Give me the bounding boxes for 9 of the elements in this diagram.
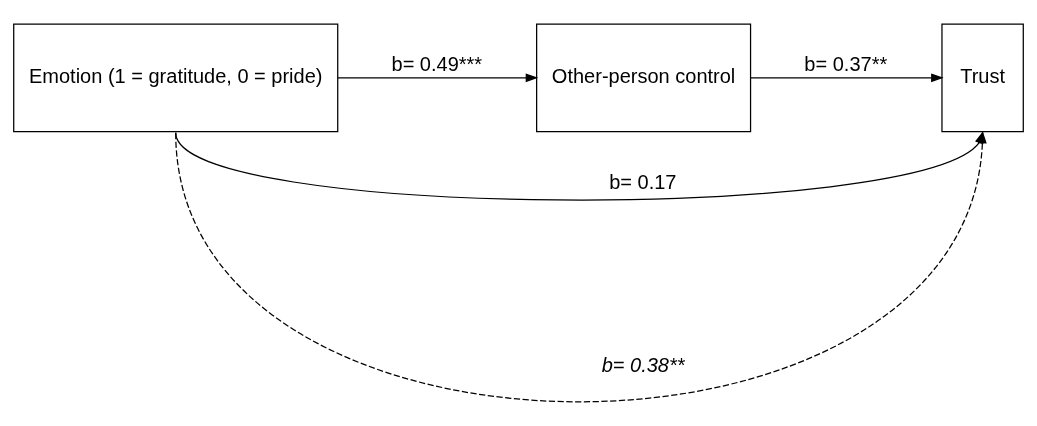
edge-label: b= 0.49***	[391, 53, 483, 76]
node-box: Other-person control	[536, 23, 752, 133]
edge-label: b= 0.37**	[804, 53, 888, 76]
node-box: Emotion (1 = gratitude, 0 = pride)	[13, 23, 339, 133]
arrow	[337, 73, 539, 83]
edge-label: b= 0.38**	[601, 353, 685, 376]
edge-label: b= 0.17	[609, 170, 677, 193]
node-box: Trust	[941, 23, 1024, 133]
arrow	[750, 73, 944, 83]
